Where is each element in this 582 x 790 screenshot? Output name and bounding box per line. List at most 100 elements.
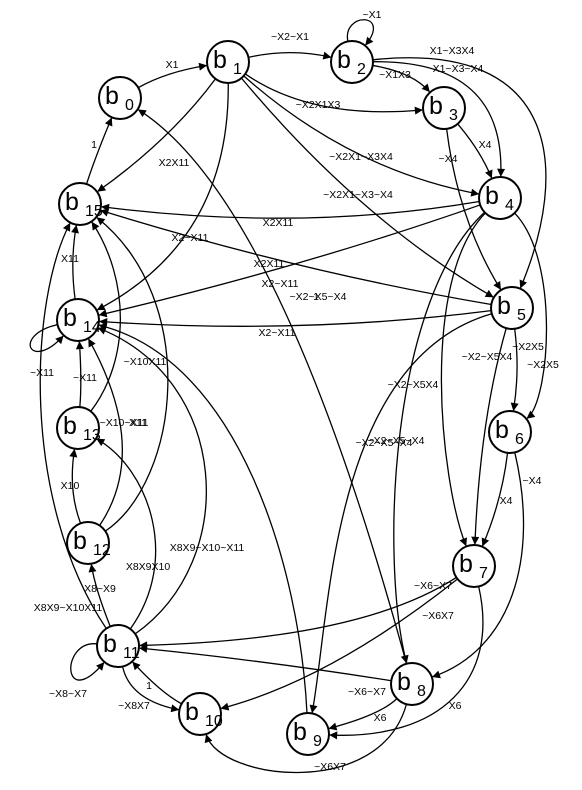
edge-label: ~X2~X5X4 (462, 351, 513, 363)
edge-label: X4 (479, 139, 492, 151)
node-circle (56, 406, 100, 450)
edge-line (440, 212, 486, 547)
edge-label: ~X1 (363, 9, 382, 21)
edge-label: ~X10~X11 (100, 417, 149, 429)
edge-line (101, 200, 480, 219)
edge-label: ~X2~X1 (271, 31, 309, 43)
edge-line (121, 666, 180, 713)
edge-line (240, 77, 494, 298)
edge-b13-to-b15 (90, 221, 121, 412)
edge-label: ~X6~X7 (348, 686, 386, 698)
edge-b1-to-b4 (243, 75, 480, 197)
edge-b1-to-b15 (97, 78, 216, 192)
node-name: b (495, 416, 509, 444)
node-name: b (459, 550, 473, 578)
edge-b12-to-b14 (88, 338, 123, 526)
edge-label: ~X6X7 (314, 761, 346, 773)
node-circle (478, 176, 522, 220)
edge-line (137, 62, 208, 89)
node-name: b (73, 527, 87, 555)
edge-line (372, 61, 506, 177)
edge-b5-to-b14 (99, 310, 492, 327)
edge-label: ~X2X1~X3X4 (329, 151, 393, 163)
edge-line (309, 313, 492, 714)
edge-label: X8X9~X10X11 (34, 602, 103, 614)
node-subscript: 11 (123, 645, 140, 662)
node-name: b (429, 92, 443, 120)
edge-label: X6 (374, 712, 387, 724)
edge-b2-to-b3 (372, 64, 430, 93)
edge-line (248, 51, 332, 60)
edge-label: ~X2X1~X3~X4 (323, 189, 393, 201)
node-name: b (293, 718, 307, 746)
edge-b7-to-b10 (220, 578, 458, 711)
edge-line (132, 661, 182, 705)
edge-line (97, 327, 207, 635)
node-name: b (105, 82, 119, 110)
edge-line (90, 221, 121, 412)
edge-b1-to-b3 (244, 73, 423, 115)
node-circle (452, 544, 496, 588)
edge-label: X2~X11 (259, 327, 296, 339)
node-name: b (65, 188, 79, 216)
edge-b5-to-b15 (100, 208, 492, 306)
edge-label: ~X2X5 (527, 359, 559, 371)
node-subscript: 10 (205, 713, 223, 730)
edge-line (432, 452, 525, 679)
edge-label: X11 (61, 253, 79, 265)
edge-b11-to-b13 (96, 438, 157, 630)
edge-b1-to-b2 (248, 51, 332, 60)
edge-line (85, 117, 113, 185)
node-subscript: 13 (83, 427, 101, 444)
state-node-b15[interactable]: b 15 (58, 182, 103, 226)
edge-b8-to-b11 (139, 644, 392, 682)
edge-label: X8~X9 (84, 583, 116, 595)
edge-b4-to-b6 (514, 212, 548, 419)
edge-line (220, 578, 458, 711)
edge-line (481, 452, 509, 547)
edge-line (29, 324, 64, 353)
node-circle (58, 182, 102, 226)
edge-labels-layer: X1~X2~X1~X1~X1X3X1~X3X4X1~X3~X4~X2X1X3~X… (30, 9, 559, 773)
edge-label: X1~X3~X4 (433, 63, 484, 75)
edge-b14-to-b14 (29, 324, 64, 353)
node-name: b (485, 182, 499, 210)
node-circle (330, 40, 374, 84)
node-subscript: 6 (515, 431, 524, 448)
node-circle (206, 40, 250, 84)
edge-line (96, 438, 157, 630)
edge-b10-to-b11 (132, 661, 182, 705)
node-subscript: 1 (233, 61, 242, 78)
edge-label: X6 (449, 700, 462, 712)
edge-b9-to-b14 (98, 323, 308, 714)
edge-b12-to-b15 (96, 217, 169, 532)
edge-b11-to-b12 (88, 563, 111, 627)
edge-label: ~X8X7 (118, 700, 150, 712)
edge-line (471, 328, 507, 545)
node-circle (98, 76, 142, 120)
node-name: b (63, 304, 77, 332)
node-circle (490, 286, 534, 330)
edge-label: X4 (500, 495, 513, 507)
node-subscript: 15 (85, 203, 103, 220)
edge-line (328, 698, 398, 731)
edge-b2-to-b4 (372, 61, 506, 177)
edge-label: X11 (129, 417, 147, 429)
edge-line (99, 310, 492, 327)
edge-label: ~X4 (523, 475, 542, 487)
